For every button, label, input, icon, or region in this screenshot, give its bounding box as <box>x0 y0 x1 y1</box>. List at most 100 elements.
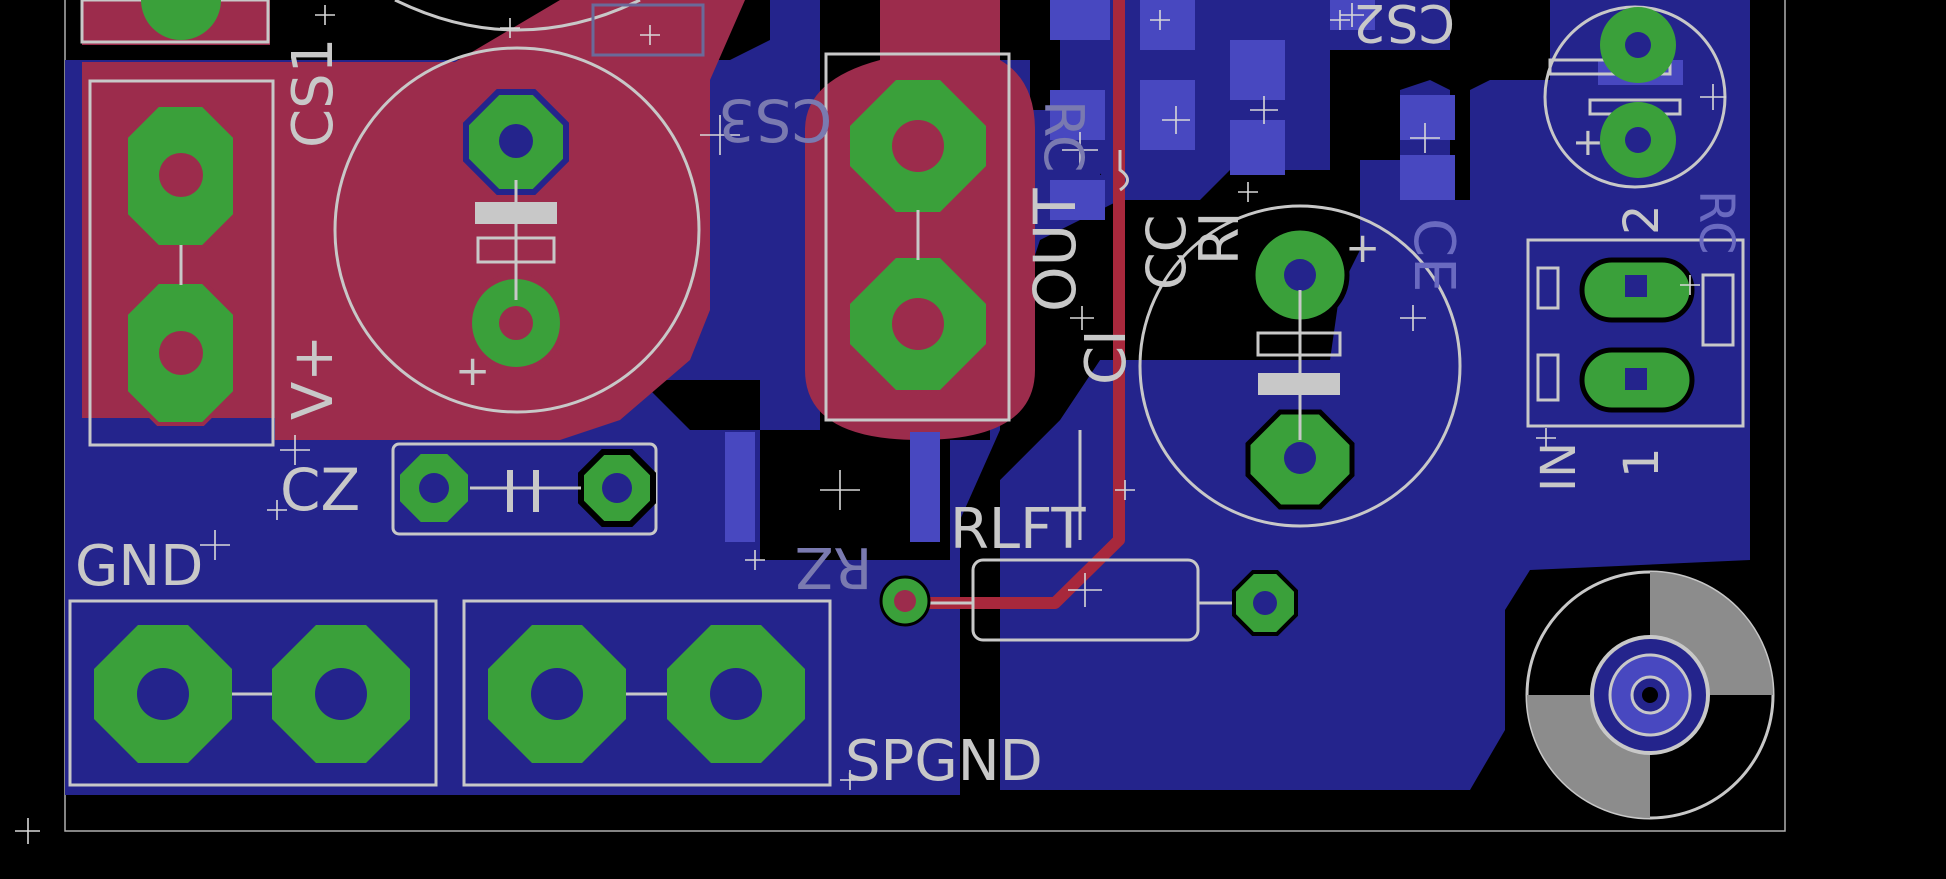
label-cs3-mirrored: CS3 <box>718 86 832 154</box>
label-ri: RI <box>1188 212 1251 265</box>
pad-hole-square <box>1625 275 1647 297</box>
in-connector-latch <box>1536 353 1560 402</box>
origin-crosses <box>15 3 1726 844</box>
cross-marker <box>1162 106 1190 134</box>
smd-pad <box>1400 155 1455 200</box>
gnd-outline <box>68 599 438 787</box>
cross-marker <box>1680 275 1700 295</box>
cross-marker <box>1068 573 1102 607</box>
rc-outline <box>824 52 1011 422</box>
label-vplus: V+ <box>281 335 346 420</box>
cs2-outline-arc <box>394 0 641 32</box>
pad-hole-square <box>1625 368 1647 390</box>
ce-outline <box>1138 204 1462 528</box>
pad-hole <box>1625 127 1651 153</box>
top-copper-vplus-pour <box>82 0 745 440</box>
pad-hole <box>1625 32 1651 58</box>
silkscreen-text: GND SPGND CZ RLFT CS1 V+ OUT CI CC RI IN… <box>75 0 1744 794</box>
pad-hole <box>710 668 762 720</box>
cross-marker <box>1340 3 1364 27</box>
clearance-gap <box>960 560 1000 795</box>
ci-plus-mark: + <box>1572 120 1604 164</box>
smd-pad <box>1140 0 1195 50</box>
label-cz: CZ <box>280 456 360 524</box>
pad-cs1-top <box>141 0 221 40</box>
through-hole-pads <box>94 0 1695 763</box>
label-ce-mirrored: CE <box>1401 218 1466 292</box>
cross-marker <box>1400 305 1426 331</box>
label-rc-mirrored: RC <box>1032 100 1095 173</box>
in-connector-latch <box>1536 266 1560 310</box>
label-rz-mirrored: RZ <box>795 534 872 599</box>
cross-marker <box>1070 306 1094 330</box>
pad-hole <box>159 153 203 197</box>
mounting-hole <box>1527 572 1773 818</box>
label-rlft: RLFT <box>950 497 1086 562</box>
pad-hole <box>531 668 583 720</box>
smd-pad <box>1230 120 1285 175</box>
silkscreen-outlines <box>68 0 1775 820</box>
label-spgnd: SPGND <box>845 729 1043 794</box>
cross-marker <box>745 550 765 570</box>
cs1-outline <box>88 79 275 447</box>
smd-pad <box>1230 40 1285 100</box>
pad-hole <box>499 306 533 340</box>
pad-hole <box>1284 442 1316 474</box>
cross-marker <box>820 470 860 510</box>
cross-marker <box>1150 10 1170 30</box>
cross-marker <box>640 25 660 45</box>
smd-pads <box>725 0 1683 542</box>
label-in: IN <box>1531 442 1587 492</box>
smd-pad-rz-2 <box>910 432 940 542</box>
cross-marker <box>700 115 740 155</box>
cross-marker <box>1330 10 1350 30</box>
pour-right-region <box>1000 80 1750 790</box>
smd-pad <box>1050 90 1105 140</box>
pad-hole <box>894 590 916 612</box>
cross-marker <box>1250 96 1278 124</box>
cross-marker <box>500 18 520 38</box>
smd-pad <box>1140 80 1195 150</box>
cross-marker <box>15 818 40 844</box>
label-gnd: GND <box>75 534 203 599</box>
in-connector-outline <box>1526 238 1745 428</box>
smd-pad-rz-1 <box>725 432 755 542</box>
pad-hole <box>892 120 944 172</box>
cross-marker <box>1238 182 1258 202</box>
component-symbols <box>179 180 1342 696</box>
label-out: OUT <box>1021 188 1089 312</box>
pad-hole <box>159 331 203 375</box>
label-pin2: 2 <box>1614 204 1670 235</box>
cross-marker <box>200 530 230 560</box>
pad-hole <box>315 668 367 720</box>
cross-marker <box>1536 428 1556 448</box>
clearance-cs <box>640 380 760 430</box>
in-connector-latch <box>1701 273 1735 347</box>
label-cs1: CS1 <box>281 38 346 148</box>
pad-hole <box>602 473 632 503</box>
pad-hole <box>419 473 449 503</box>
label-rc-mirrored-right: RC <box>1688 190 1744 254</box>
clearance-diag <box>1000 240 1100 480</box>
label-cs2-mirrored: CS2 <box>1353 0 1455 52</box>
cs3-plus-mark: + <box>455 346 490 395</box>
cross-marker <box>840 770 860 790</box>
pad-hole <box>1284 259 1316 291</box>
pad-hole <box>137 668 189 720</box>
label-cc: CC <box>1135 215 1198 290</box>
pad-hole <box>892 298 944 350</box>
label-pin1: 1 <box>1614 447 1670 478</box>
smd-pad <box>1050 0 1110 40</box>
smd-pad <box>1400 95 1455 140</box>
cross-marker <box>1410 123 1440 153</box>
cs3-outline <box>333 46 701 414</box>
cross-marker <box>280 435 310 465</box>
cross-marker <box>1062 132 1098 168</box>
smd-pad <box>1050 180 1105 220</box>
top-trace-ci <box>908 0 1125 609</box>
cs1-outline-top <box>80 0 270 44</box>
clearance-rz <box>760 430 950 560</box>
pad-hole <box>499 124 533 158</box>
cross-marker <box>267 500 287 520</box>
